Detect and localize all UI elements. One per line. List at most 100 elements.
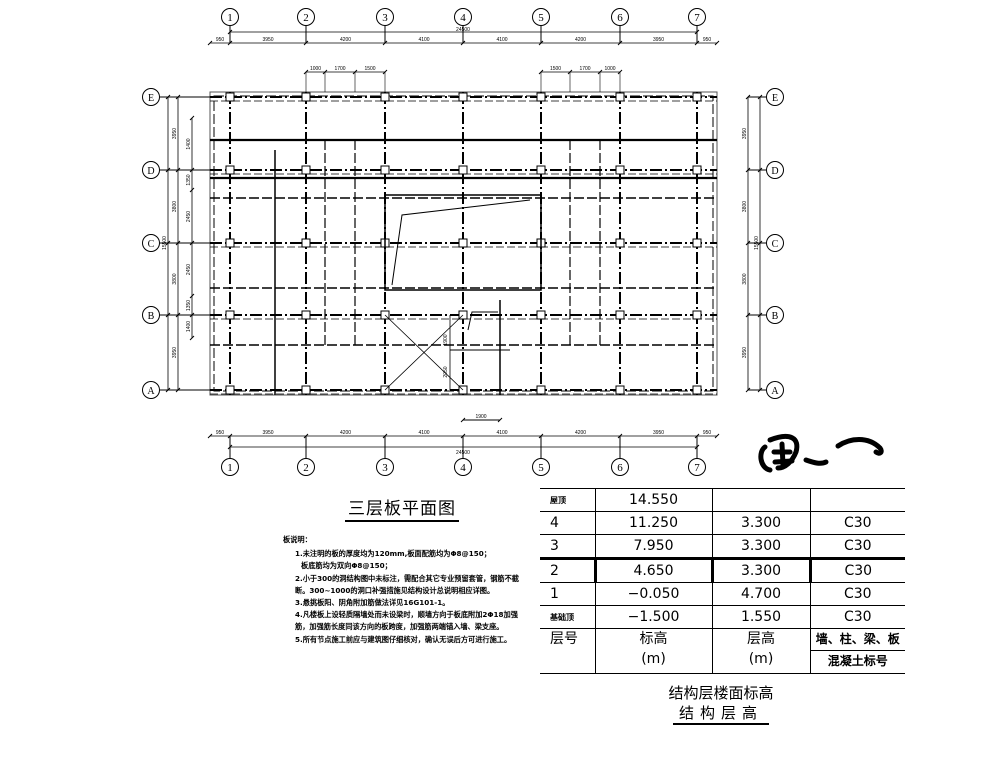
column	[301, 385, 311, 395]
dim-label: 1400	[186, 138, 192, 149]
dim-label: 4200	[340, 430, 351, 436]
axis-bubble	[142, 161, 160, 179]
dim-label: 950	[216, 37, 225, 43]
axis-label: 2	[303, 12, 309, 24]
axis-label: 4	[460, 12, 466, 24]
dim-tick	[207, 433, 213, 439]
opening-break-line	[391, 199, 531, 286]
dim-label: 3950	[653, 37, 664, 43]
axis-label: 3	[382, 462, 388, 474]
note-line: 断。300~1000的洞口补强措施见结构设计总说明相应详图。	[295, 585, 495, 595]
dim-label: 1350	[186, 300, 192, 311]
axis-bubble	[376, 8, 394, 26]
column	[301, 92, 311, 102]
axis-label: E	[148, 93, 154, 104]
column	[458, 92, 468, 102]
elev-cell: 14.550	[594, 488, 712, 512]
header-elev-unit: (m)	[641, 651, 666, 667]
height-cell: 3.300	[710, 557, 810, 583]
floor-cell: 屋顶	[540, 488, 595, 512]
dim-label: 950	[703, 37, 712, 43]
note-line: 5.所有节点施工前应与建筑图仔细核对，确认无误后方可进行施工。	[295, 634, 512, 644]
axis-label: B	[772, 311, 779, 322]
axis-bubble	[532, 458, 550, 476]
column	[225, 310, 235, 320]
column	[301, 310, 311, 320]
dim-tick	[189, 240, 195, 246]
axis-bubble	[611, 8, 629, 26]
table-row: 2 4.650 3.300 C30	[540, 557, 905, 583]
axis-bubble	[454, 8, 472, 26]
elev-cell: 11.250	[594, 511, 712, 535]
note-line: 3.悬挑板阳、阴角附加筋做法详见16G101-1。	[295, 598, 450, 608]
dim-label: 1500	[364, 66, 375, 72]
column	[615, 165, 625, 175]
signature-stroke	[835, 437, 884, 456]
header-elev-label: 标高	[639, 631, 668, 647]
note-line: 筋，加强筋长度同该方向的板跨度，加强筋两端锚入墙、梁支座。	[295, 622, 504, 632]
table-row: 基础顶 −1.500 1.550 C30	[540, 605, 905, 629]
grade-cell: C30	[809, 582, 905, 606]
header-floor: 层号	[540, 628, 595, 674]
slab-opening	[384, 194, 542, 291]
floor-cell: 3	[540, 534, 595, 559]
axis-bubble	[611, 458, 629, 476]
dim-label: 4100	[418, 37, 429, 43]
dim-label: 1000	[310, 66, 321, 72]
column	[692, 238, 702, 248]
axis-label: 1	[227, 12, 233, 24]
dim-label: 3950	[742, 128, 748, 139]
column	[536, 310, 546, 320]
header-elev: 标高 (m)	[594, 628, 712, 674]
column	[692, 385, 702, 395]
elev-cell: 7.950	[594, 534, 712, 559]
table-header-row: 层号 标高 (m) 层高 (m) 墙、柱、梁、板混凝土标号	[540, 628, 905, 674]
dim-label: 3950	[742, 347, 748, 358]
column	[380, 165, 390, 175]
column	[380, 92, 390, 102]
axis-bubble	[142, 88, 160, 106]
axis-label: 2	[303, 462, 309, 474]
axis-bubble	[142, 381, 160, 399]
notes-heading: 板说明：	[283, 535, 312, 544]
axis-label: 3	[382, 12, 388, 24]
dim-label: 3800	[742, 273, 748, 284]
level-table: 屋顶 14.550 4 11.250 3.300 C30 3 7.950 3.3…	[540, 488, 905, 674]
column	[225, 385, 235, 395]
axis-label: 1	[227, 462, 233, 474]
opening-dim: 1900	[475, 414, 486, 420]
axis-bubble	[376, 458, 394, 476]
axis-bubble	[142, 306, 160, 324]
axis-bubble	[766, 161, 784, 179]
axis-bubble	[297, 458, 315, 476]
dim-tick	[460, 417, 466, 423]
elev-cell: 4.650	[593, 557, 712, 583]
dim-tick	[207, 40, 213, 46]
axis-label: 5	[538, 12, 544, 24]
axis-bubble	[221, 458, 239, 476]
drawing-title: 三层板平面图	[345, 494, 459, 522]
stair-break-line	[467, 311, 498, 331]
dim-label: 1500	[550, 66, 561, 72]
dim-label: 1400	[186, 321, 192, 332]
dim-label: 3800	[742, 201, 748, 212]
note-line: 2.小于300的洞结构图中未标注，需配合其它专业预留套管，钢筋不截	[295, 573, 519, 583]
column	[692, 310, 702, 320]
header-height-label: 层高	[747, 631, 775, 647]
dim-label: 3950	[172, 347, 178, 358]
table-row: 4 11.250 3.300 C30	[540, 511, 905, 535]
dim-tick	[189, 187, 195, 193]
column	[536, 92, 546, 102]
column	[458, 165, 468, 175]
header-grade: 墙、柱、梁、板混凝土标号	[809, 628, 905, 674]
dim-tick	[189, 293, 195, 299]
axis-bubble	[454, 458, 472, 476]
column	[301, 238, 311, 248]
height-cell: 3.300	[711, 511, 810, 535]
axis-bubble	[221, 8, 239, 26]
height-cell	[711, 488, 810, 512]
dim-label: 950	[216, 430, 225, 436]
dim-label: 950	[703, 430, 712, 436]
height-cell: 4.700	[711, 582, 810, 606]
